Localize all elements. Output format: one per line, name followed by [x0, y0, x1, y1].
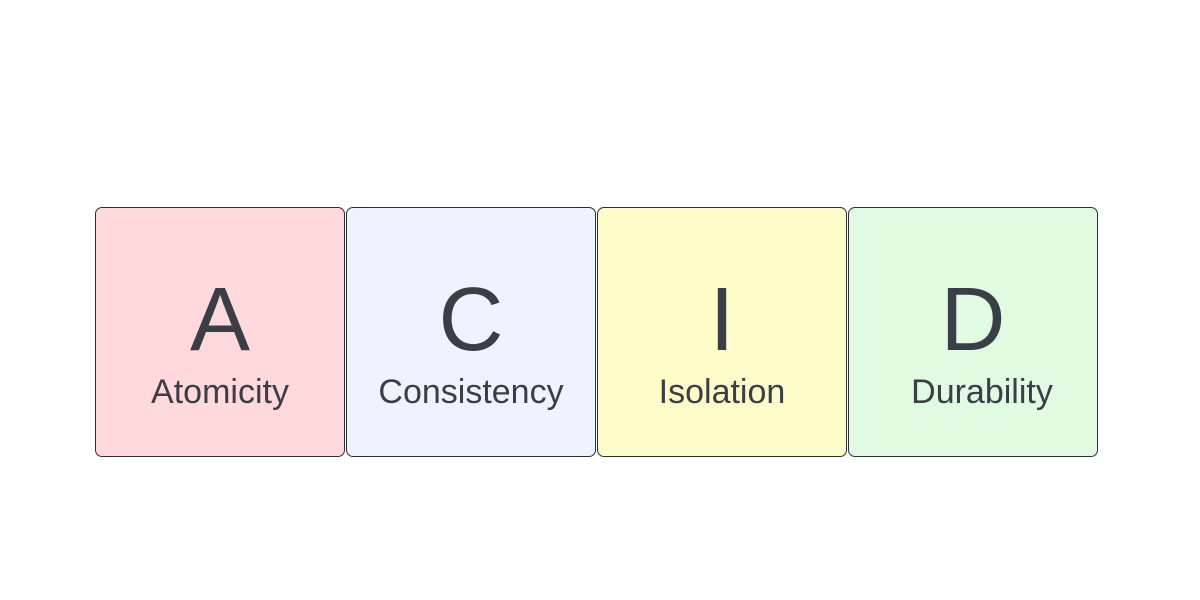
card-letter-a: A — [189, 270, 251, 370]
card-letter-i: I — [709, 270, 735, 370]
acid-diagram: A Atomicity C Consistency I Isolation D … — [95, 207, 1099, 459]
card-durability: D Durability — [848, 207, 1098, 457]
card-word-consistency: Consistency — [378, 373, 564, 411]
card-letter-c: C — [438, 270, 504, 370]
card-word-atomicity: Atomicity — [151, 373, 289, 411]
card-word-isolation: Isolation — [658, 373, 786, 411]
card-word-durability: Durability — [911, 373, 1053, 411]
card-atomicity: A Atomicity — [95, 207, 345, 457]
card-isolation: I Isolation — [597, 207, 847, 457]
card-letter-d: D — [940, 270, 1006, 370]
card-consistency: C Consistency — [346, 207, 596, 457]
